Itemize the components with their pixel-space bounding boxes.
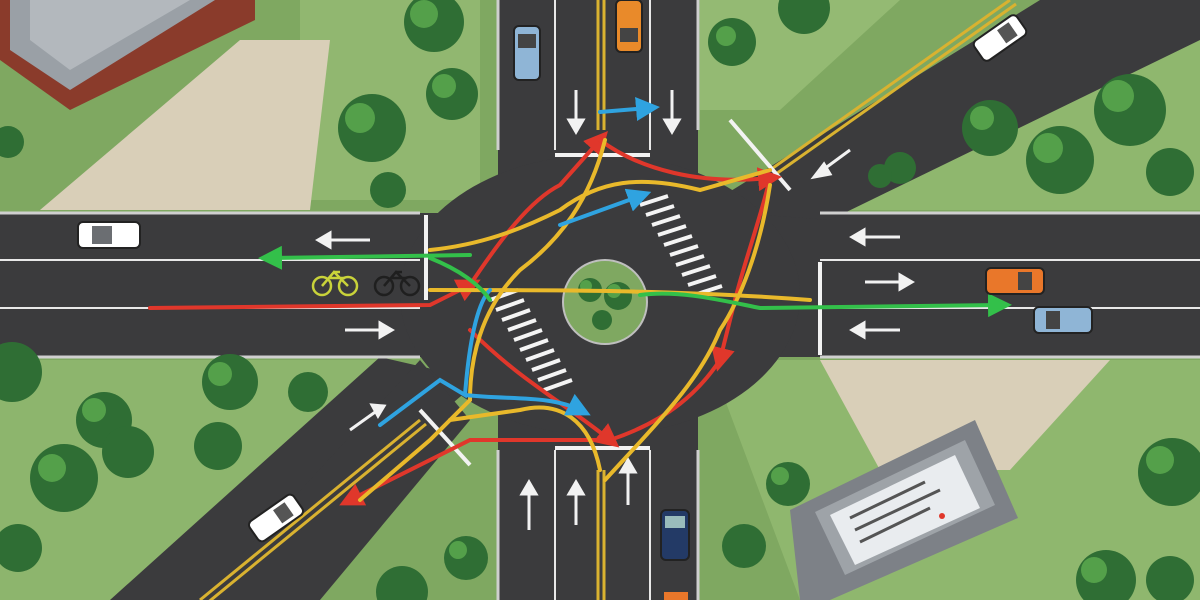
car-icon	[1033, 306, 1093, 334]
flow-paths-green	[258, 245, 1012, 318]
dirt-lot-nw	[40, 40, 330, 210]
car-icon	[985, 267, 1045, 295]
crosswalk-sw	[489, 288, 573, 392]
bicycle-icon	[311, 270, 359, 297]
car-icon	[247, 493, 305, 543]
crosswalk-ne	[639, 194, 723, 297]
billboard-icon	[790, 420, 1018, 600]
car-icon	[513, 25, 541, 81]
car-icon	[664, 592, 688, 600]
car-icon	[615, 0, 643, 53]
car-icon	[77, 221, 141, 249]
building-icon	[0, 0, 255, 110]
car-icon	[660, 509, 690, 561]
center-island	[562, 259, 648, 345]
lane-arrow-icon	[315, 90, 915, 530]
car-icon	[972, 14, 1028, 62]
dirt-lot-se	[820, 360, 1110, 470]
bicycle-icon	[373, 270, 421, 297]
center-lines	[199, 0, 1017, 600]
